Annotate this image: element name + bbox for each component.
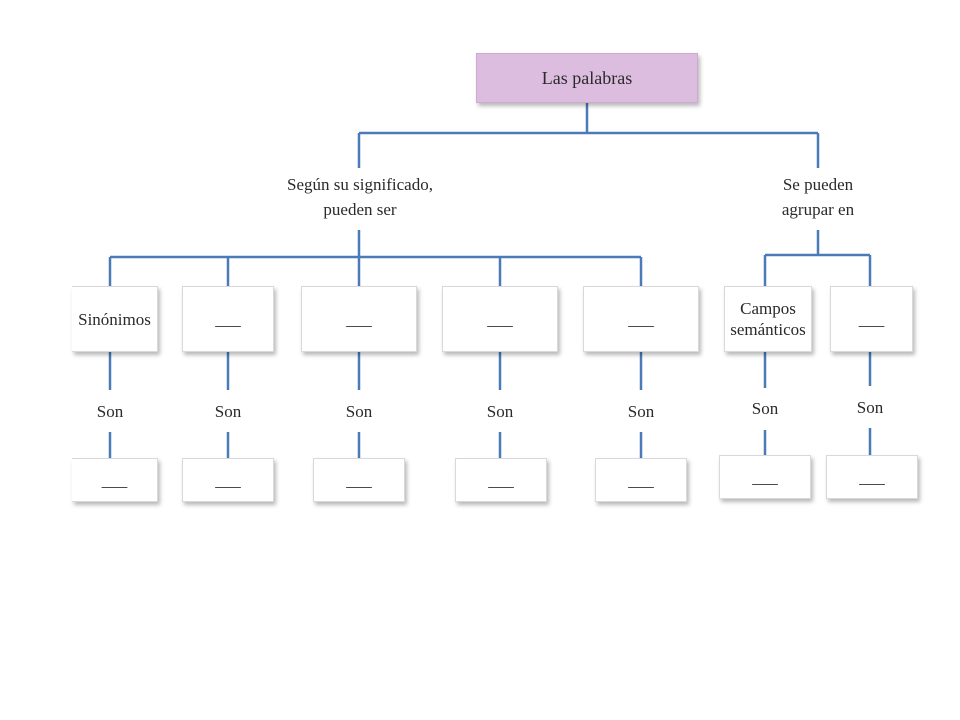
son-label: Son	[329, 401, 389, 423]
son-label: Son	[470, 401, 530, 423]
son-label: Son	[735, 398, 795, 420]
blank-line: ___	[859, 467, 885, 487]
category-box-blank[interactable]: ___	[830, 286, 913, 352]
son-label: Son	[198, 401, 258, 423]
blank-line: ___	[628, 470, 654, 490]
category-box-semantic-fields: Campos semánticos	[724, 286, 812, 352]
son-label: Son	[80, 401, 140, 423]
son-label: Son	[611, 401, 671, 423]
blank-line: ___	[858, 309, 885, 329]
category-box-blank[interactable]: ___	[583, 286, 699, 352]
son-label: Son	[840, 397, 900, 419]
root-label: Las palabras	[541, 67, 633, 88]
category-label-line-2: semánticos	[730, 320, 806, 339]
root-node: Las palabras	[476, 53, 698, 103]
answer-box[interactable]: ___	[72, 458, 158, 502]
branch-left-line-2: pueden ser	[323, 200, 397, 219]
category-box-blank[interactable]: ___	[182, 286, 274, 352]
blank-line: ___	[487, 309, 513, 329]
branch-right-line-1: Se pueden	[782, 175, 854, 194]
category-box-synonyms: Sinónimos	[72, 286, 158, 352]
blank-line: ___	[628, 309, 654, 329]
blank-line: ___	[752, 467, 778, 487]
answer-box[interactable]: ___	[595, 458, 687, 502]
category-label-line-1: Campos	[740, 299, 796, 318]
branch-left-line-1: Según su significado,	[287, 175, 433, 194]
branch-label-right: Se pueden agrupar en	[763, 172, 873, 222]
blank-line: ___	[215, 309, 241, 329]
answer-box[interactable]: ___	[182, 458, 274, 502]
answer-box[interactable]: ___	[455, 458, 547, 502]
category-box-blank[interactable]: ___	[442, 286, 558, 352]
answer-box[interactable]: ___	[719, 455, 811, 499]
blank-line: ___	[101, 470, 128, 490]
answer-box[interactable]: ___	[826, 455, 918, 499]
blank-line: ___	[488, 470, 514, 490]
answer-box[interactable]: ___	[313, 458, 405, 502]
blank-line: ___	[346, 309, 372, 329]
branch-right-line-2: agrupar en	[781, 200, 855, 219]
category-box-blank[interactable]: ___	[301, 286, 417, 352]
blank-line: ___	[346, 470, 372, 490]
category-label: Sinónimos	[78, 309, 151, 329]
branch-label-left: Según su significado, pueden ser	[270, 172, 450, 222]
blank-line: ___	[215, 470, 241, 490]
